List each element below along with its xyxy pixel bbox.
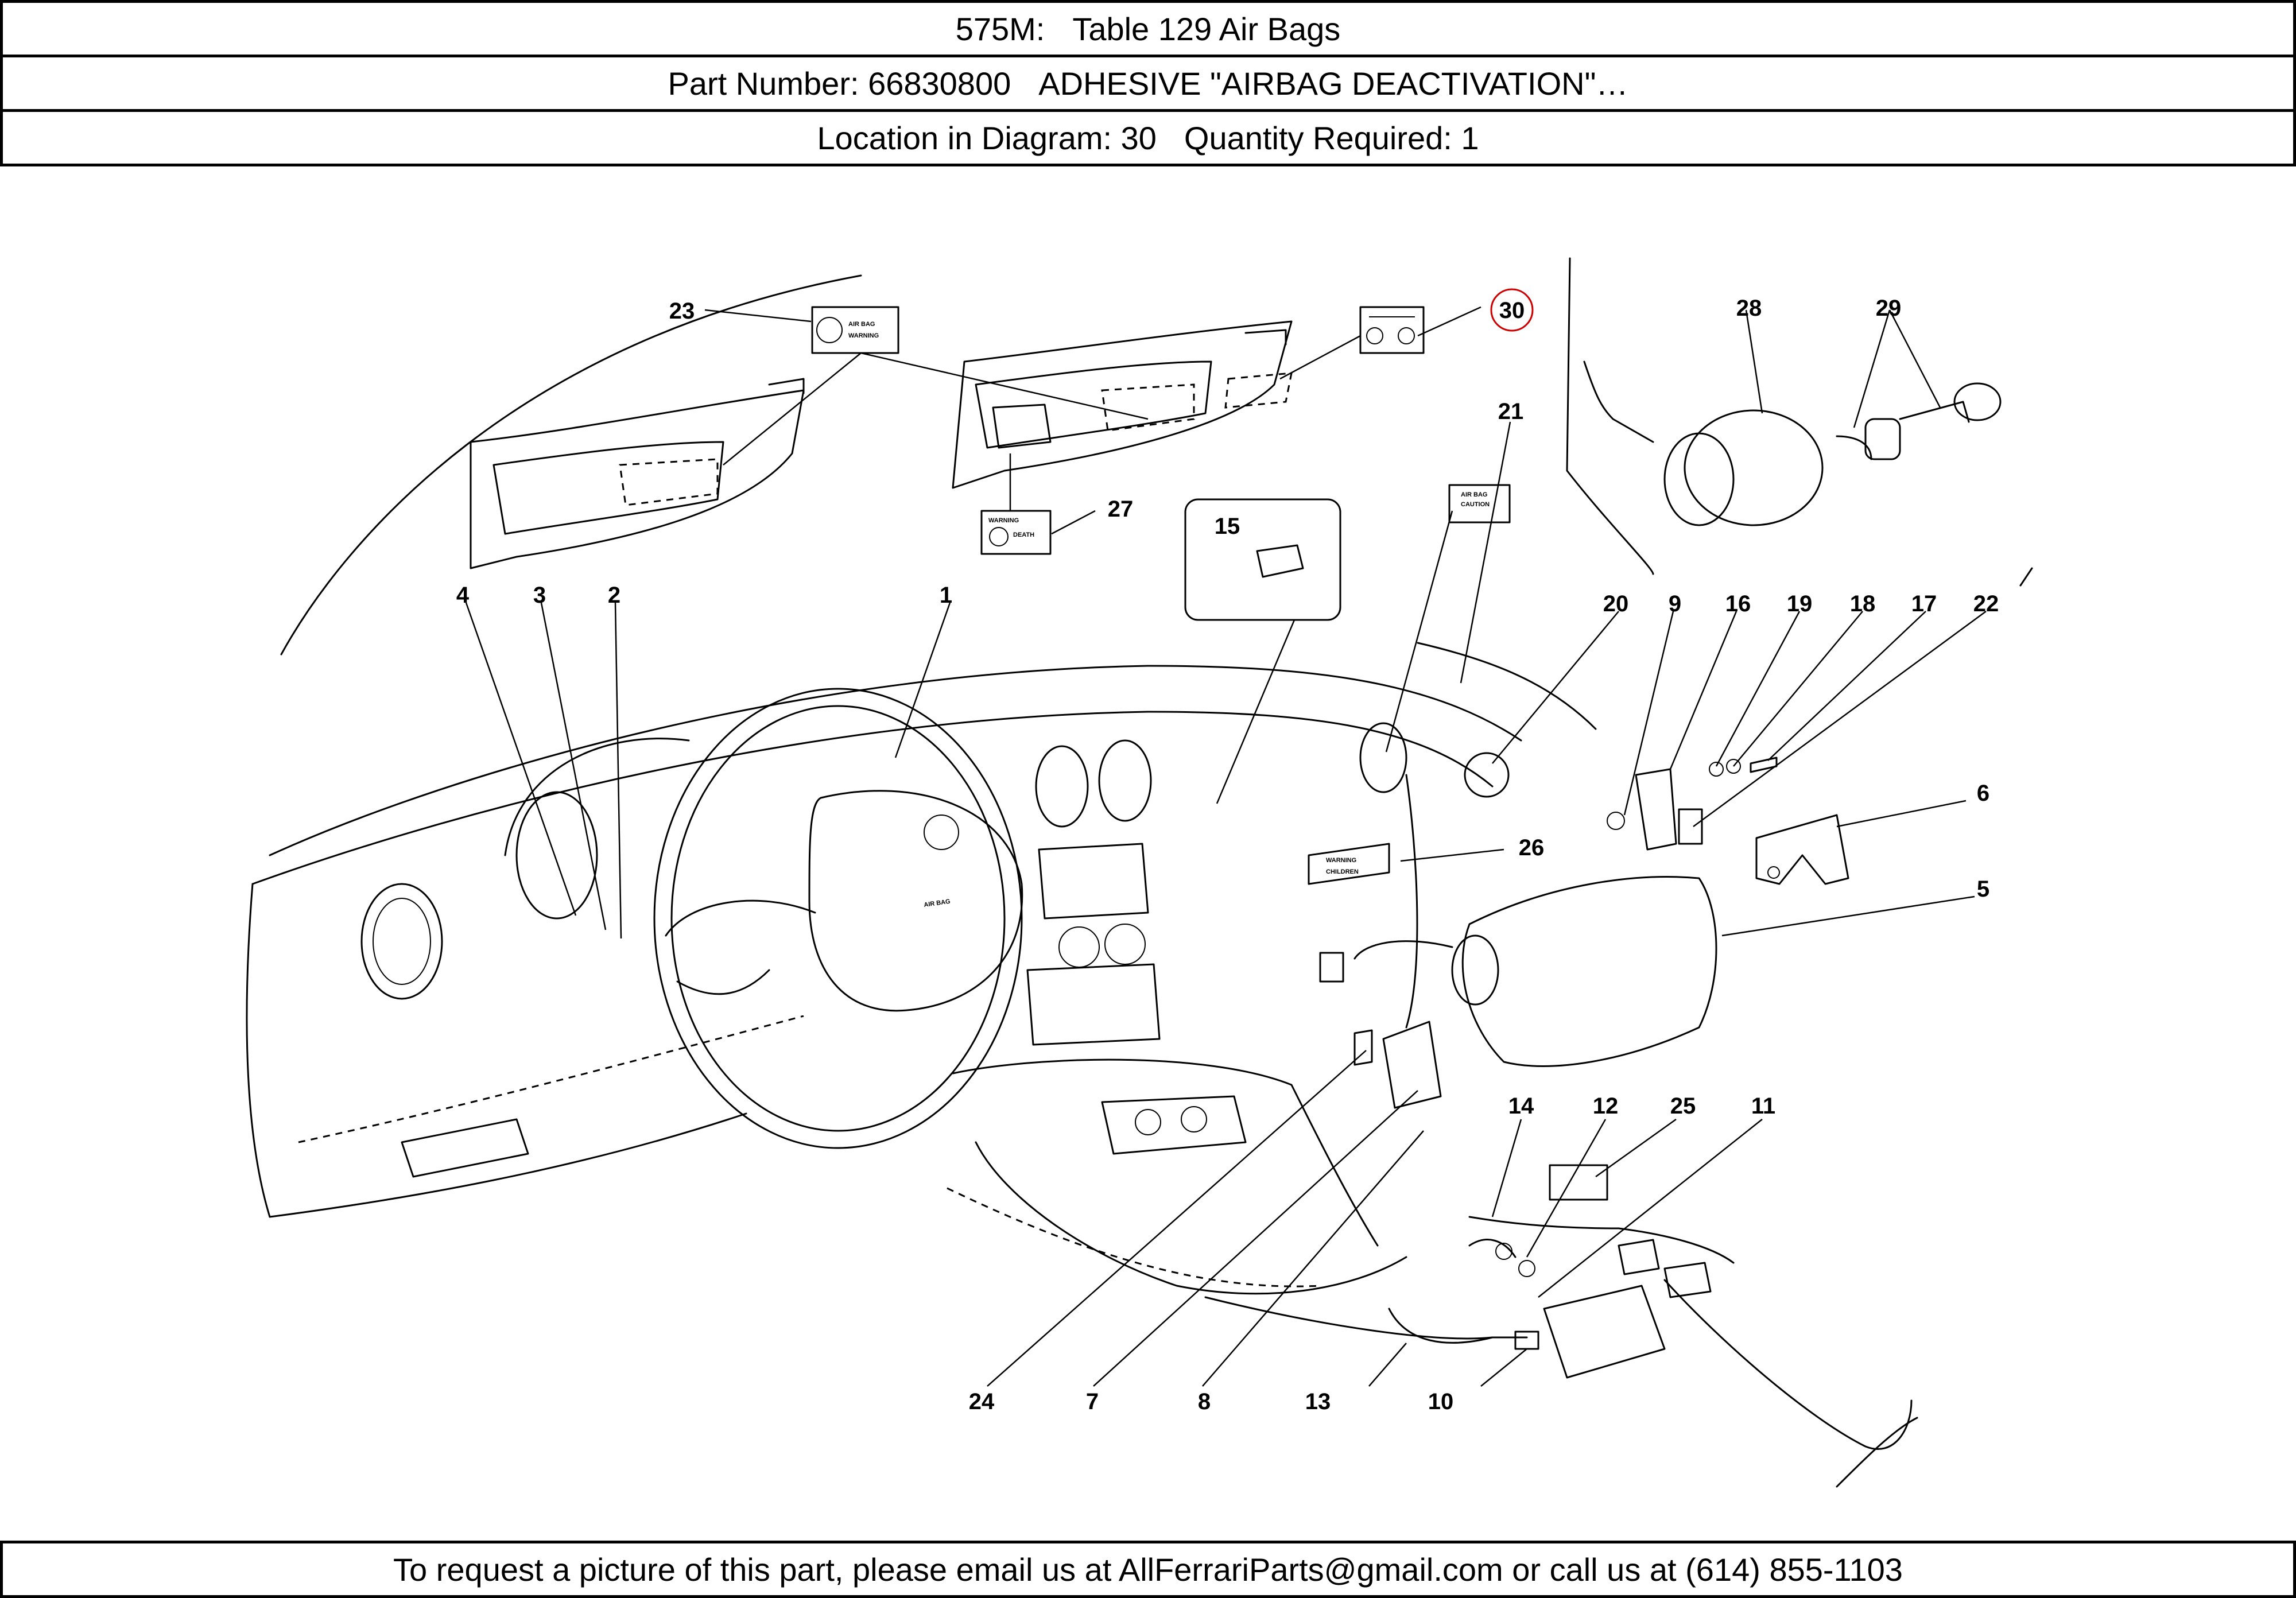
svg-text:WARNING: WARNING — [988, 517, 1019, 524]
bracket-6 — [1755, 814, 1849, 885]
table-title: Table 129 Air Bags — [1072, 10, 1341, 47]
footer-bar: To request a picture of this part, pleas… — [0, 1541, 2296, 1598]
callout-12[interactable]: 12 — [1593, 1093, 1619, 1119]
callout-2[interactable]: 2 — [608, 583, 620, 608]
grommet-20 — [1464, 752, 1510, 798]
sticker-30 — [1359, 306, 1425, 354]
callout-11[interactable]: 11 — [1751, 1093, 1775, 1119]
sticker-21: AIR BAG CAUTION — [1448, 484, 1511, 523]
footer-text: To request a picture of this part, pleas… — [393, 1551, 1903, 1588]
callout-19[interactable]: 19 — [1787, 591, 1813, 616]
callout-20[interactable]: 20 — [1603, 591, 1629, 616]
sun-visor-right — [952, 320, 1293, 489]
dashboard-line-art: AIR BAG — [246, 274, 1918, 1488]
callout-14[interactable]: 14 — [1508, 1093, 1534, 1119]
callout-17[interactable]: 17 — [1911, 591, 1937, 616]
location-in-diagram: Location in Diagram: 30 — [817, 119, 1157, 156]
callout-15[interactable]: 15 — [1215, 514, 1240, 539]
callout-1[interactable]: 1 — [940, 583, 952, 608]
svg-text:WARNING: WARNING — [1326, 857, 1356, 864]
callout-28[interactable]: 28 — [1736, 296, 1762, 321]
svg-text:WARNING: WARNING — [848, 332, 879, 339]
callout-8[interactable]: 8 — [1198, 1389, 1211, 1414]
callout-5[interactable]: 5 — [1977, 876, 1989, 902]
part-number: Part Number: 66830800 — [668, 65, 1011, 102]
sun-visor-left — [470, 378, 805, 569]
callout-3[interactable]: 3 — [533, 583, 546, 608]
svg-text:CHILDREN: CHILDREN — [1326, 868, 1359, 875]
callout-6[interactable]: 6 — [1977, 781, 1989, 806]
sticker-26: WARNING CHILDREN — [1308, 843, 1390, 885]
model-code: 575M: — [955, 10, 1045, 47]
callout-24[interactable]: 24 — [969, 1389, 995, 1414]
sticker-23: AIR BAG WARNING — [811, 306, 899, 354]
callout-13[interactable]: 13 — [1305, 1389, 1331, 1414]
svg-text:DEATH: DEATH — [1013, 532, 1034, 538]
callout-16[interactable]: 16 — [1725, 591, 1751, 616]
inset-15 — [1184, 498, 1341, 621]
svg-text:AIR BAG: AIR BAG — [1461, 491, 1487, 498]
highlight-circle-30 — [1490, 288, 1534, 332]
callout-29[interactable]: 29 — [1876, 296, 1902, 321]
callout-22[interactable]: 22 — [1973, 591, 1999, 616]
callout-4[interactable]: 4 — [456, 583, 470, 608]
callout-26[interactable]: 26 — [1519, 835, 1545, 860]
callout-18[interactable]: 18 — [1850, 591, 1876, 616]
callout-7[interactable]: 7 — [1086, 1389, 1099, 1414]
part-description: ADHESIVE "AIRBAG DEACTIVATION"… — [1038, 65, 1628, 102]
callout-30[interactable]: 30 — [1499, 298, 1525, 323]
callout-9[interactable]: 9 — [1669, 591, 1681, 616]
svg-text:AIR BAG: AIR BAG — [848, 321, 875, 328]
title-bar: 575M: Table 129 Air Bags — [0, 0, 2296, 57]
airbag-cover-label: AIR BAG — [924, 898, 951, 909]
callout-labels: 1 2 3 4 5 6 7 8 9 10 11 12 13 14 15 16 1… — [456, 288, 1999, 1414]
callout-25[interactable]: 25 — [1670, 1093, 1696, 1119]
svg-text:CAUTION: CAUTION — [1461, 501, 1490, 508]
parts-diagram: AIR BAG — [246, 257, 2033, 1488]
callout-23[interactable]: 23 — [669, 298, 695, 324]
bracket-7 — [1353, 1021, 1442, 1109]
sticker-27: WARNING DEATH — [980, 510, 1052, 555]
callout-10[interactable]: 10 — [1428, 1389, 1454, 1414]
quantity-required: Quantity Required: 1 — [1184, 119, 1479, 156]
bracket-9 — [1607, 757, 1778, 851]
callout-27[interactable]: 27 — [1108, 497, 1134, 522]
passenger-airbag — [1319, 876, 1717, 1067]
inset-ignition — [1566, 257, 2033, 587]
part-number-bar: Part Number: 66830800 ADHESIVE "AIRBAG D… — [0, 55, 2296, 112]
control-unit — [1388, 1164, 1735, 1379]
callout-21[interactable]: 21 — [1498, 399, 1524, 424]
location-bar: Location in Diagram: 30 Quantity Require… — [0, 109, 2296, 166]
leader-lines — [465, 306, 1987, 1387]
